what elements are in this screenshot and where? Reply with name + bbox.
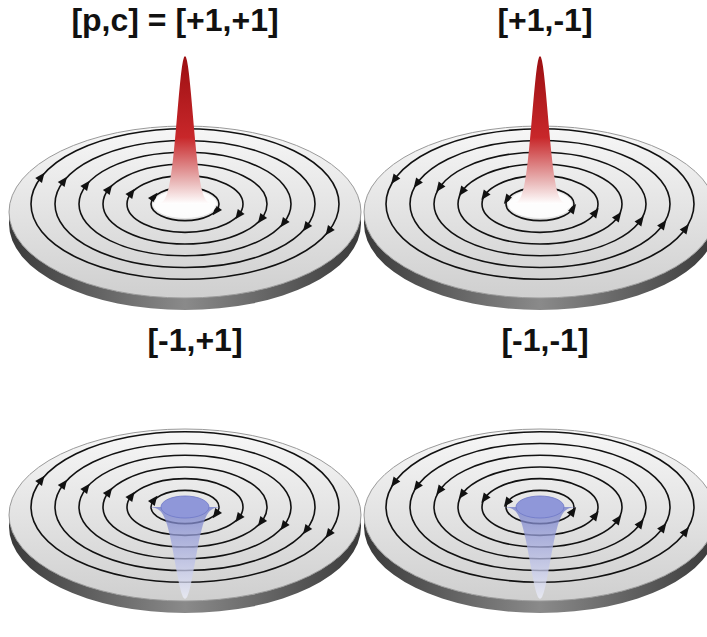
state-label: [-1,+1] xyxy=(147,322,242,359)
chirality-arrow xyxy=(481,190,490,200)
chirality-arrow xyxy=(635,519,644,529)
chirality-arrow xyxy=(612,212,621,222)
state-label: [-1,-1] xyxy=(501,322,588,359)
polarity-dip xyxy=(145,507,225,599)
state-label: [p,c] = [+1,+1] xyxy=(71,2,278,39)
disc-face xyxy=(364,429,707,601)
chirality-arrow xyxy=(567,507,576,517)
chirality-arrow xyxy=(391,174,400,184)
core-hole xyxy=(516,496,564,518)
chirality-arrow xyxy=(414,178,423,188)
polarity-peak xyxy=(145,56,225,204)
chirality-arrow xyxy=(235,512,244,522)
chirality-arrow xyxy=(680,527,689,537)
vortex-disc xyxy=(364,56,707,310)
chirality-arrow xyxy=(58,177,67,187)
chirality-arrow xyxy=(280,217,289,227)
chirality-arrow xyxy=(258,516,267,526)
chirality-arrow xyxy=(612,515,621,525)
chirality-arrow xyxy=(125,189,134,199)
chirality-arrow xyxy=(635,216,644,226)
chirality-arrow xyxy=(414,481,423,491)
disc-face xyxy=(9,429,361,601)
chirality-arrow xyxy=(213,508,222,518)
chirality-arrow xyxy=(280,520,289,530)
chirality-arrow xyxy=(459,489,468,499)
chirality-arrow xyxy=(326,225,335,235)
chirality-arrow xyxy=(391,477,400,487)
vortex-disc xyxy=(9,429,361,613)
chirality-arrow xyxy=(235,209,244,219)
vortex-disc xyxy=(9,56,361,310)
chirality-arrow xyxy=(58,480,67,490)
chirality-arrow xyxy=(589,208,598,218)
chirality-arrow xyxy=(481,493,490,503)
chirality-arrow xyxy=(80,181,89,191)
chirality-arrow xyxy=(459,186,468,196)
chirality-arrow xyxy=(303,221,312,231)
chirality-arrow xyxy=(680,224,689,234)
chirality-arrow xyxy=(35,173,44,183)
chirality-arrow xyxy=(436,182,445,192)
chirality-arrow xyxy=(80,484,89,494)
chirality-arrow xyxy=(657,523,666,533)
chirality-arrow xyxy=(326,528,335,538)
state-label: [+1,-1] xyxy=(497,2,592,39)
chirality-arrow xyxy=(589,511,598,521)
chirality-arrow xyxy=(103,185,112,195)
core-hole xyxy=(161,496,209,518)
chirality-arrow xyxy=(303,524,312,534)
chirality-arrow xyxy=(125,492,134,502)
vortex-disc xyxy=(364,429,707,613)
chirality-arrow xyxy=(103,488,112,498)
chirality-arrow xyxy=(657,220,666,230)
polarity-dip xyxy=(500,507,580,599)
chirality-arrow xyxy=(35,476,44,486)
chirality-arrow xyxy=(258,213,267,223)
chirality-arrow xyxy=(436,485,445,495)
chirality-arrow xyxy=(504,497,513,507)
polarity-peak xyxy=(500,56,580,204)
chirality-arrow xyxy=(148,496,157,506)
